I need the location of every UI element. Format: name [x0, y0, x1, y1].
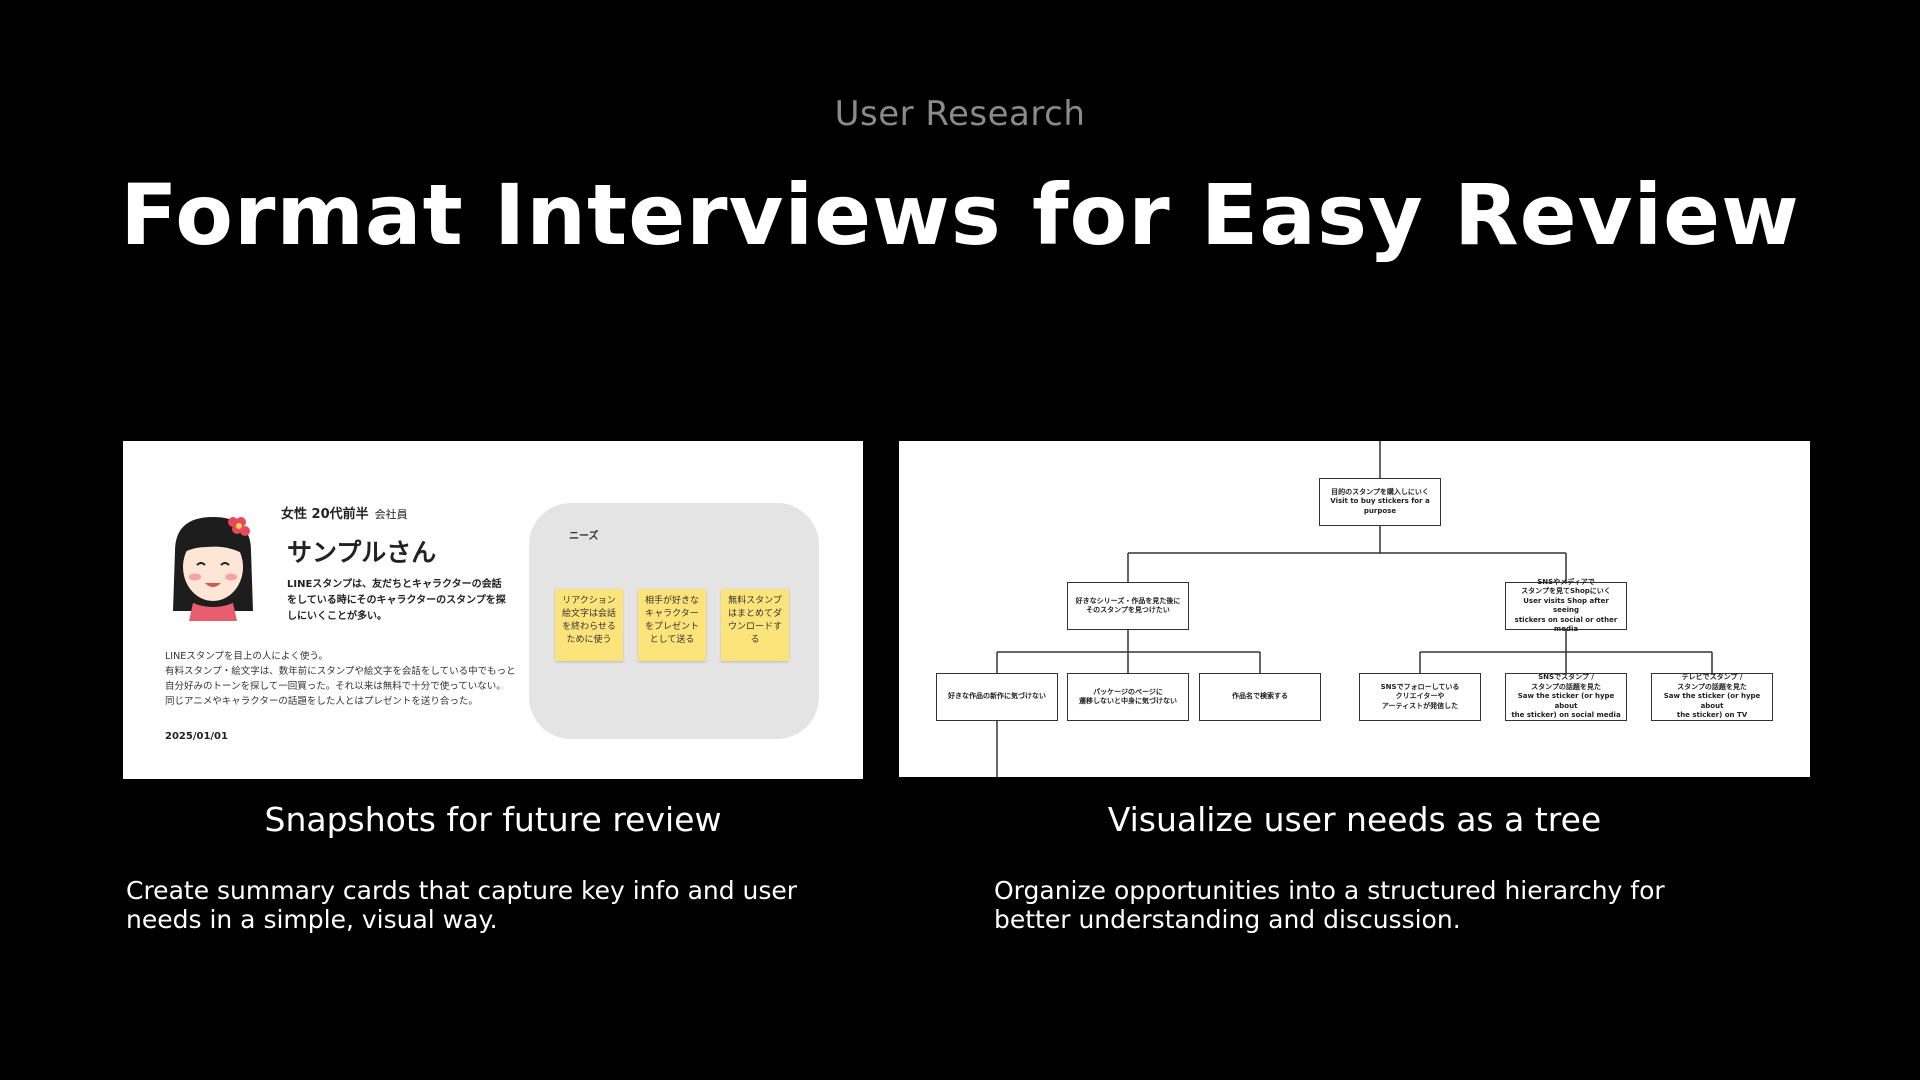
avatar	[173, 517, 253, 621]
needs-title: ニーズ	[569, 531, 599, 542]
node-text: SNSでフォローしている	[1380, 682, 1460, 691]
eyebrow-label: User Research	[834, 94, 1086, 134]
tree-leaf-node: テレビでスタンプ / スタンプの話題を見た Saw the sticker (o…	[1651, 673, 1773, 721]
node-text: Visit to buy stickers for a purpose	[1330, 497, 1430, 515]
caption-line: Create summary cards that capture key in…	[126, 876, 798, 905]
tree-leaf-node: 好きな作品の新作に気づけない	[936, 673, 1058, 721]
tree-leaf-node: SNSでフォローしている クリエイターや アーティストが発信した	[1359, 673, 1481, 721]
node-text: stickers on social or other media	[1514, 615, 1618, 634]
tree-leaf-node: パッケージのページに 遷移しないと中身に気づけない	[1067, 673, 1189, 721]
node-text: スタンプの話題を見た	[1531, 682, 1601, 691]
tree-leaf-node: SNSでスタンプ / スタンプの話題を見た Saw the sticker (o…	[1505, 673, 1627, 721]
node-text: 好きな作品の新作に気づけない	[948, 692, 1046, 701]
node-text: the sticker) on social media	[1511, 711, 1621, 720]
node-text: Saw the sticker (or hype about	[1517, 692, 1615, 710]
tree-connectors	[996, 441, 1713, 777]
node-text: テレビでスタンプ /	[1681, 673, 1743, 682]
node-text: SNSやメディアで	[1537, 577, 1595, 586]
persona-note: 同じアニメやキャラクターの話題をした人とはプレゼントを送り合った。	[165, 696, 478, 707]
persona-occupation: 会社員	[374, 508, 408, 521]
needs-sticky-note: 相手が好きなキャラクターをプレゼントとして送る	[638, 589, 706, 661]
node-text: クリエイターや	[1395, 692, 1445, 701]
node-text: User visits Shop after seeing	[1523, 596, 1609, 615]
tree-leaf-node: 作品名で検索する	[1199, 673, 1321, 721]
persona-notes: LINEスタンプを目上の人によく使う。 有料スタンプ・絵文字は、数年前にスタンプ…	[165, 649, 517, 709]
left-caption-description: Create summary cards that capture key in…	[126, 876, 886, 934]
caption-line: needs in a simple, visual way.	[126, 905, 498, 934]
persona-name: サンプルさん	[287, 538, 437, 567]
caption-line: better understanding and discussion.	[994, 905, 1461, 934]
persona-summary-card: 女性 20代前半会社員 サンプルさん LINEスタンプは、友だちとキャラクターの…	[123, 441, 863, 779]
node-text: 遷移しないと中身に気づけない	[1079, 697, 1177, 705]
opportunity-tree-card: 目的のスタンプを購入しにいく Visit to buy stickers for…	[899, 441, 1810, 777]
tree-branch-node: 好きなシリーズ・作品を見た後に そのスタンプを見つけたい	[1067, 582, 1189, 630]
node-text: スタンプの話題を見た	[1677, 682, 1747, 691]
page-title: Format Interviews for Easy Review	[120, 166, 1800, 264]
node-text: Saw the sticker (or hype about	[1663, 692, 1761, 710]
node-text: the sticker) on TV	[1676, 711, 1748, 720]
node-text: 作品名で検索する	[1232, 692, 1288, 701]
right-caption-title: Visualize user needs as a tree	[1107, 800, 1602, 839]
interview-date: 2025/01/01	[165, 731, 228, 742]
left-caption-title: Snapshots for future review	[264, 800, 722, 839]
right-caption-description: Organize opportunities into a structured…	[994, 876, 1794, 934]
node-text: そのスタンプを見つけたい	[1086, 606, 1170, 614]
tree-branch-node: SNSやメディアで スタンプを見てShopにいく User visits Sho…	[1505, 578, 1627, 633]
persona-age-gender: 女性 20代前半	[281, 507, 369, 522]
node-text: 好きなシリーズ・作品を見た後に	[1075, 596, 1181, 605]
caption-line: Organize opportunities into a structured…	[994, 876, 1665, 905]
persona-note: 有料スタンプ・絵文字は、数年前にスタンプや絵文字を会話をしている中でもっと自分好…	[165, 666, 516, 692]
node-text: 目的のスタンプを購入しにいく	[1331, 487, 1429, 496]
persona-demographic: 女性 20代前半会社員	[281, 503, 408, 522]
node-text: パッケージのページに	[1093, 687, 1163, 696]
persona-note: LINEスタンプを目上の人によく使う。	[165, 651, 328, 662]
needs-sticky-note: 無料スタンプはまとめてダウンロードする	[721, 589, 789, 661]
node-text: SNSでスタンプ /	[1538, 673, 1594, 682]
node-text: アーティストが発信した	[1381, 701, 1459, 710]
needs-sticky-note: リアクション絵文字は会話を終わらせるために使う	[555, 589, 623, 661]
persona-quote: LINEスタンプは、友だちとキャラクターの会話をしている時にそのキャラクターのス…	[287, 579, 506, 622]
needs-panel: ニーズ リアクション絵文字は会話を終わらせるために使う 相手が好きなキャラクター…	[529, 503, 819, 739]
tree-root-node: 目的のスタンプを購入しにいく Visit to buy stickers for…	[1319, 478, 1441, 526]
node-text: スタンプを見てShopにいく	[1521, 587, 1611, 595]
